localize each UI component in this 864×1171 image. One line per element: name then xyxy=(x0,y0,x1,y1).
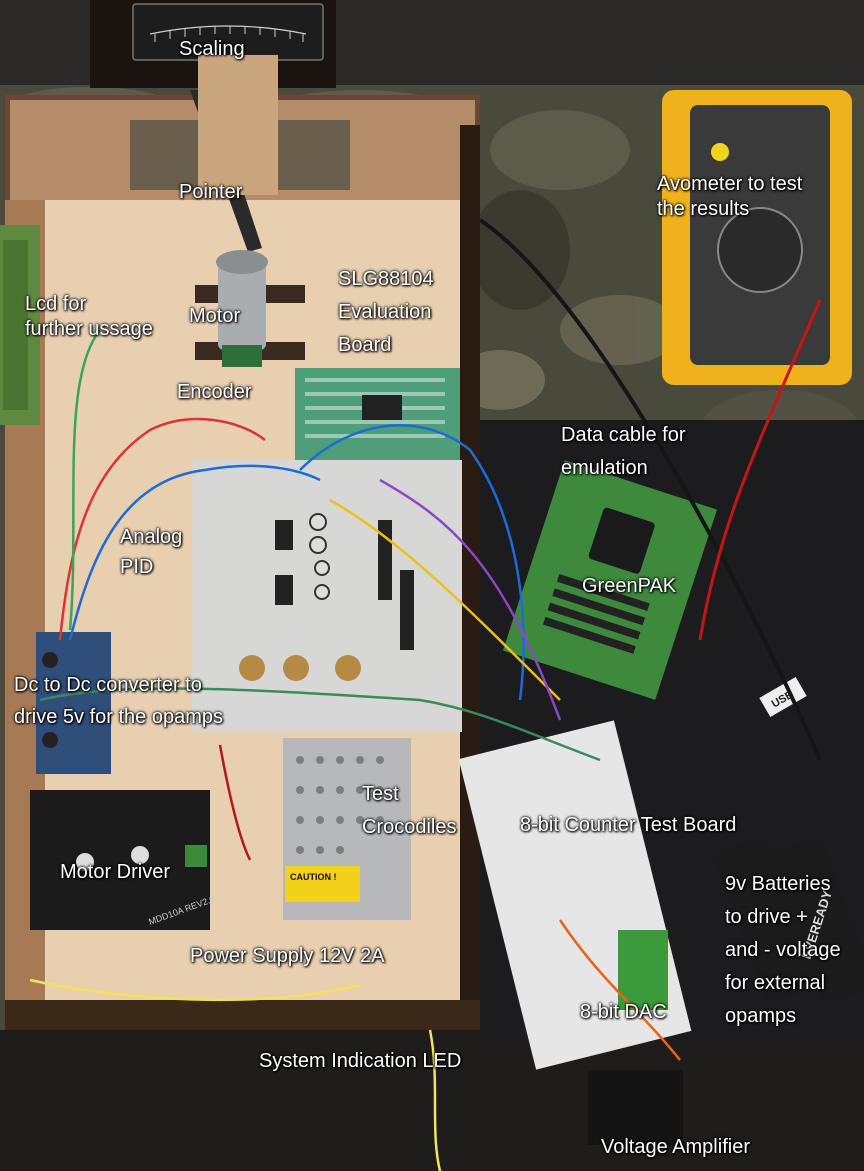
pointer-column xyxy=(198,55,278,195)
greenpak-board xyxy=(503,460,717,700)
pointer-label: Pointer xyxy=(179,181,243,203)
motor-driver-board xyxy=(30,790,210,930)
greenpak-label: GreenPAK xyxy=(582,575,677,597)
slg-board-label: SLG88104 Evaluation Board xyxy=(338,268,434,356)
batteries-label: 9v Batteries to drive + and - voltage fo… xyxy=(725,873,841,1027)
system-led-label: System Indication LED xyxy=(259,1050,462,1072)
voltage-amplifier-label: Voltage Amplifier xyxy=(601,1136,750,1158)
analog-pid-label: Analog PID xyxy=(120,526,183,578)
voltage-amplifier-board xyxy=(588,1070,683,1145)
data-cable-label: Data cable for emulation xyxy=(561,424,686,479)
dc-dc-label: Dc to Dc converter to drive 5v for the o… xyxy=(14,674,223,728)
avometer-label: Avometer to test the results xyxy=(657,173,803,220)
dac-board xyxy=(618,930,668,1010)
table-surface xyxy=(0,1030,864,1171)
encoder xyxy=(222,345,262,367)
encoder-label: Encoder xyxy=(177,381,252,403)
power-supply-label: Power Supply 12V 2A xyxy=(190,945,385,967)
usb-connector xyxy=(759,676,807,718)
motor-label: Motor xyxy=(189,305,241,327)
motor-body xyxy=(218,255,266,350)
scale-arc xyxy=(149,25,307,35)
scaling-label: Scaling xyxy=(179,38,245,60)
counter-board-label: 8-bit Counter Test Board xyxy=(520,814,737,836)
wires xyxy=(29,218,822,1171)
lcd-label: Lcd for further ussage xyxy=(25,293,153,340)
dac-label: 8-bit DAC xyxy=(580,1001,667,1023)
test-crocodiles-label: Test Crocodiles xyxy=(362,783,457,838)
caution-sticker xyxy=(285,866,360,902)
caution-text: CAUTION ! xyxy=(290,872,337,882)
battery-1 xyxy=(714,837,817,1003)
motor-driver-label: Motor Driver xyxy=(60,861,171,883)
battery-2 xyxy=(771,837,864,1003)
